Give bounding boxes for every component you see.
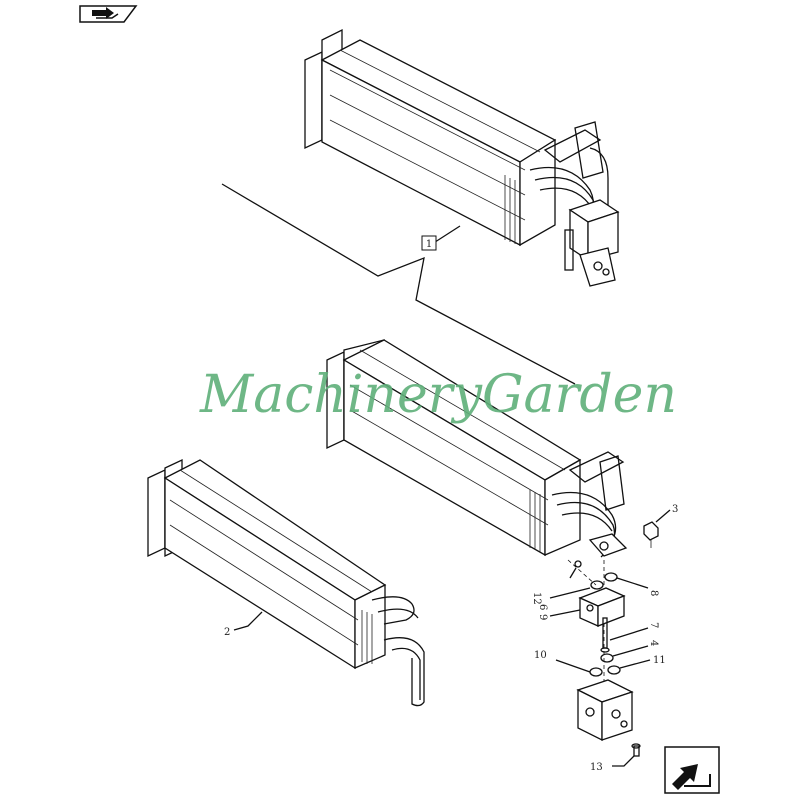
nut-part-3: [643, 509, 671, 548]
callout-6: 6: [537, 604, 548, 610]
evaporator-assembly-middle: [326, 339, 628, 558]
book-arrow-icon[interactable]: [78, 4, 138, 24]
expansion-valve-part-9: [549, 587, 626, 628]
callout-13: 13: [590, 762, 603, 773]
bolt-part-13: [612, 743, 641, 767]
o-ring-part-8: [604, 572, 618, 582]
callout-11: 11: [653, 655, 666, 666]
callout-1: 1: [426, 239, 432, 250]
callout-10: 10: [534, 650, 547, 661]
callout-2: 2: [224, 627, 230, 638]
mounting-block: [576, 679, 634, 742]
callout-4: 4: [648, 640, 659, 646]
callout-8: 8: [648, 590, 659, 596]
callout-3: 3: [672, 504, 678, 515]
o-ring-part-11: [607, 665, 621, 675]
callout-7: 7: [648, 622, 659, 628]
evaporator-core-left: [147, 458, 425, 707]
callout-12: 12: [531, 592, 542, 605]
screw-part-12: [569, 560, 582, 579]
next-page-arrow-icon[interactable]: [664, 746, 720, 794]
evaporator-assembly-top: [304, 28, 620, 287]
bolt-part-7: [600, 617, 649, 653]
watermark-text: MachineryGarden: [199, 365, 677, 425]
o-ring-part-6: [590, 580, 604, 590]
callout-9: 9: [537, 614, 548, 620]
o-ring-part-4: [600, 653, 614, 663]
o-ring-part-10: [589, 667, 603, 677]
